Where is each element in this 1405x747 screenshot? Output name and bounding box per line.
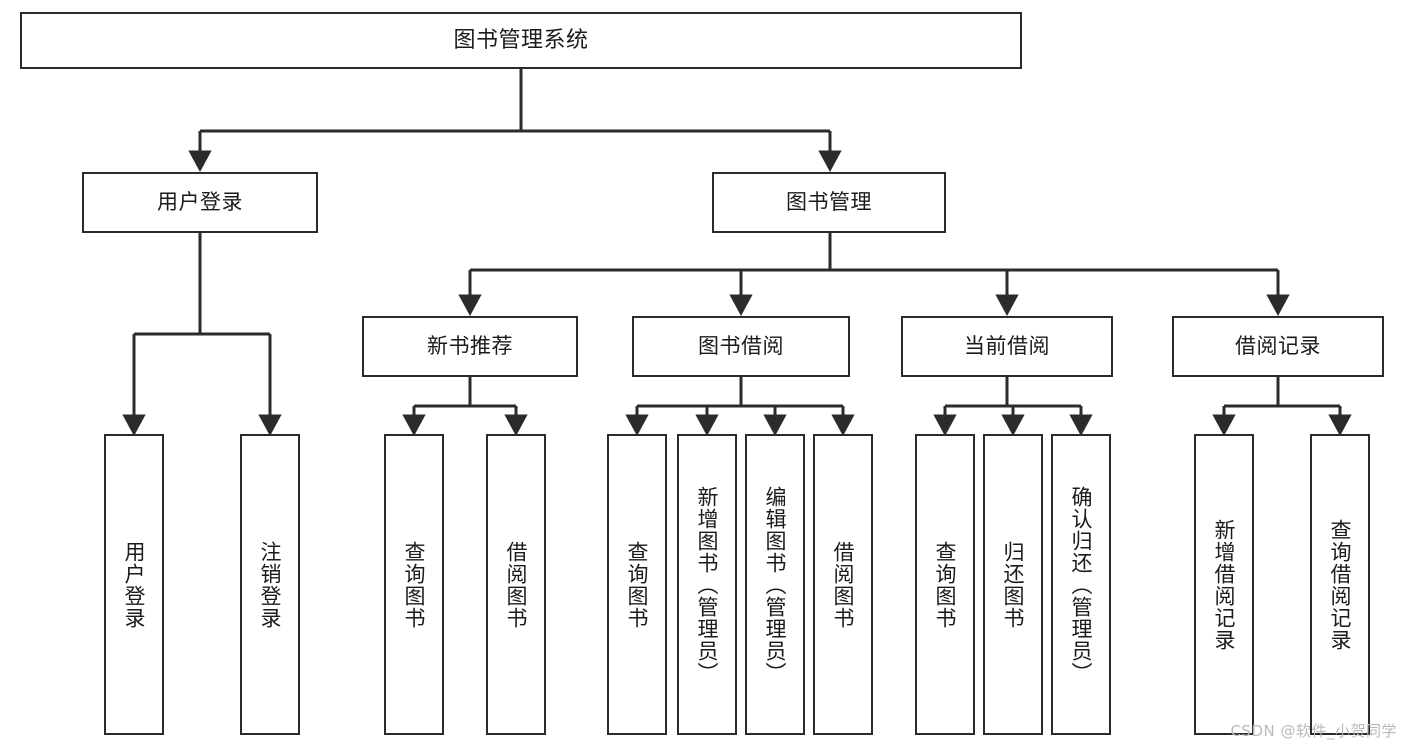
leaf-query-record-label: 查询借阅记录 [1328, 518, 1353, 651]
leaf-query-book-1-label: 查询图书 [402, 540, 427, 629]
leaf-add-record[interactable]: 新增借阅记录 [1194, 434, 1254, 735]
node-book-manage[interactable]: 图书管理 [712, 172, 946, 233]
leaf-borrow-book-1[interactable]: 借阅图书 [486, 434, 546, 735]
leaf-query-book-3[interactable]: 查询图书 [915, 434, 975, 735]
node-borrow-record-label: 借阅记录 [1235, 334, 1321, 359]
watermark: CSDN @软件_小贺同学 [1230, 722, 1397, 740]
leaf-add-record-label: 新增借阅记录 [1212, 518, 1237, 651]
node-book-borrow[interactable]: 图书借阅 [632, 316, 850, 377]
leaf-borrow-book-2[interactable]: 借阅图书 [813, 434, 873, 735]
node-book-manage-label: 图书管理 [786, 190, 872, 215]
leaf-query-book-2[interactable]: 查询图书 [607, 434, 667, 735]
leaf-edit-book-label: 编辑图书（管理员） [763, 485, 788, 684]
leaf-add-book-label: 新增图书（管理员） [695, 485, 720, 684]
node-new-book-recommend-label: 新书推荐 [427, 334, 513, 359]
leaf-edit-book[interactable]: 编辑图书（管理员） [745, 434, 805, 735]
leaf-confirm-return[interactable]: 确认归还（管理员） [1051, 434, 1111, 735]
leaf-confirm-return-label: 确认归还（管理员） [1069, 485, 1094, 684]
leaf-add-book[interactable]: 新增图书（管理员） [677, 434, 737, 735]
leaf-logout-login[interactable]: 注销登录 [240, 434, 300, 735]
leaf-return-book-label: 归还图书 [1001, 540, 1026, 629]
leaf-borrow-book-2-label: 借阅图书 [831, 540, 856, 629]
leaf-query-record[interactable]: 查询借阅记录 [1310, 434, 1370, 735]
leaf-user-login[interactable]: 用户登录 [104, 434, 164, 735]
node-user-login-label: 用户登录 [157, 190, 243, 215]
leaf-logout-login-label: 注销登录 [258, 540, 283, 629]
leaf-query-book-1[interactable]: 查询图书 [384, 434, 444, 735]
leaf-borrow-book-1-label: 借阅图书 [504, 540, 529, 629]
leaf-query-book-2-label: 查询图书 [625, 540, 650, 629]
node-current-borrow[interactable]: 当前借阅 [901, 316, 1113, 377]
node-current-borrow-label: 当前借阅 [964, 334, 1050, 359]
node-new-book-recommend[interactable]: 新书推荐 [362, 316, 578, 377]
leaf-user-login-label: 用户登录 [122, 540, 147, 629]
node-root[interactable]: 图书管理系统 [20, 12, 1022, 69]
node-user-login[interactable]: 用户登录 [82, 172, 318, 233]
leaf-return-book[interactable]: 归还图书 [983, 434, 1043, 735]
leaf-query-book-3-label: 查询图书 [933, 540, 958, 629]
node-book-borrow-label: 图书借阅 [698, 334, 784, 359]
node-root-label: 图书管理系统 [453, 27, 589, 53]
node-borrow-record[interactable]: 借阅记录 [1172, 316, 1384, 377]
